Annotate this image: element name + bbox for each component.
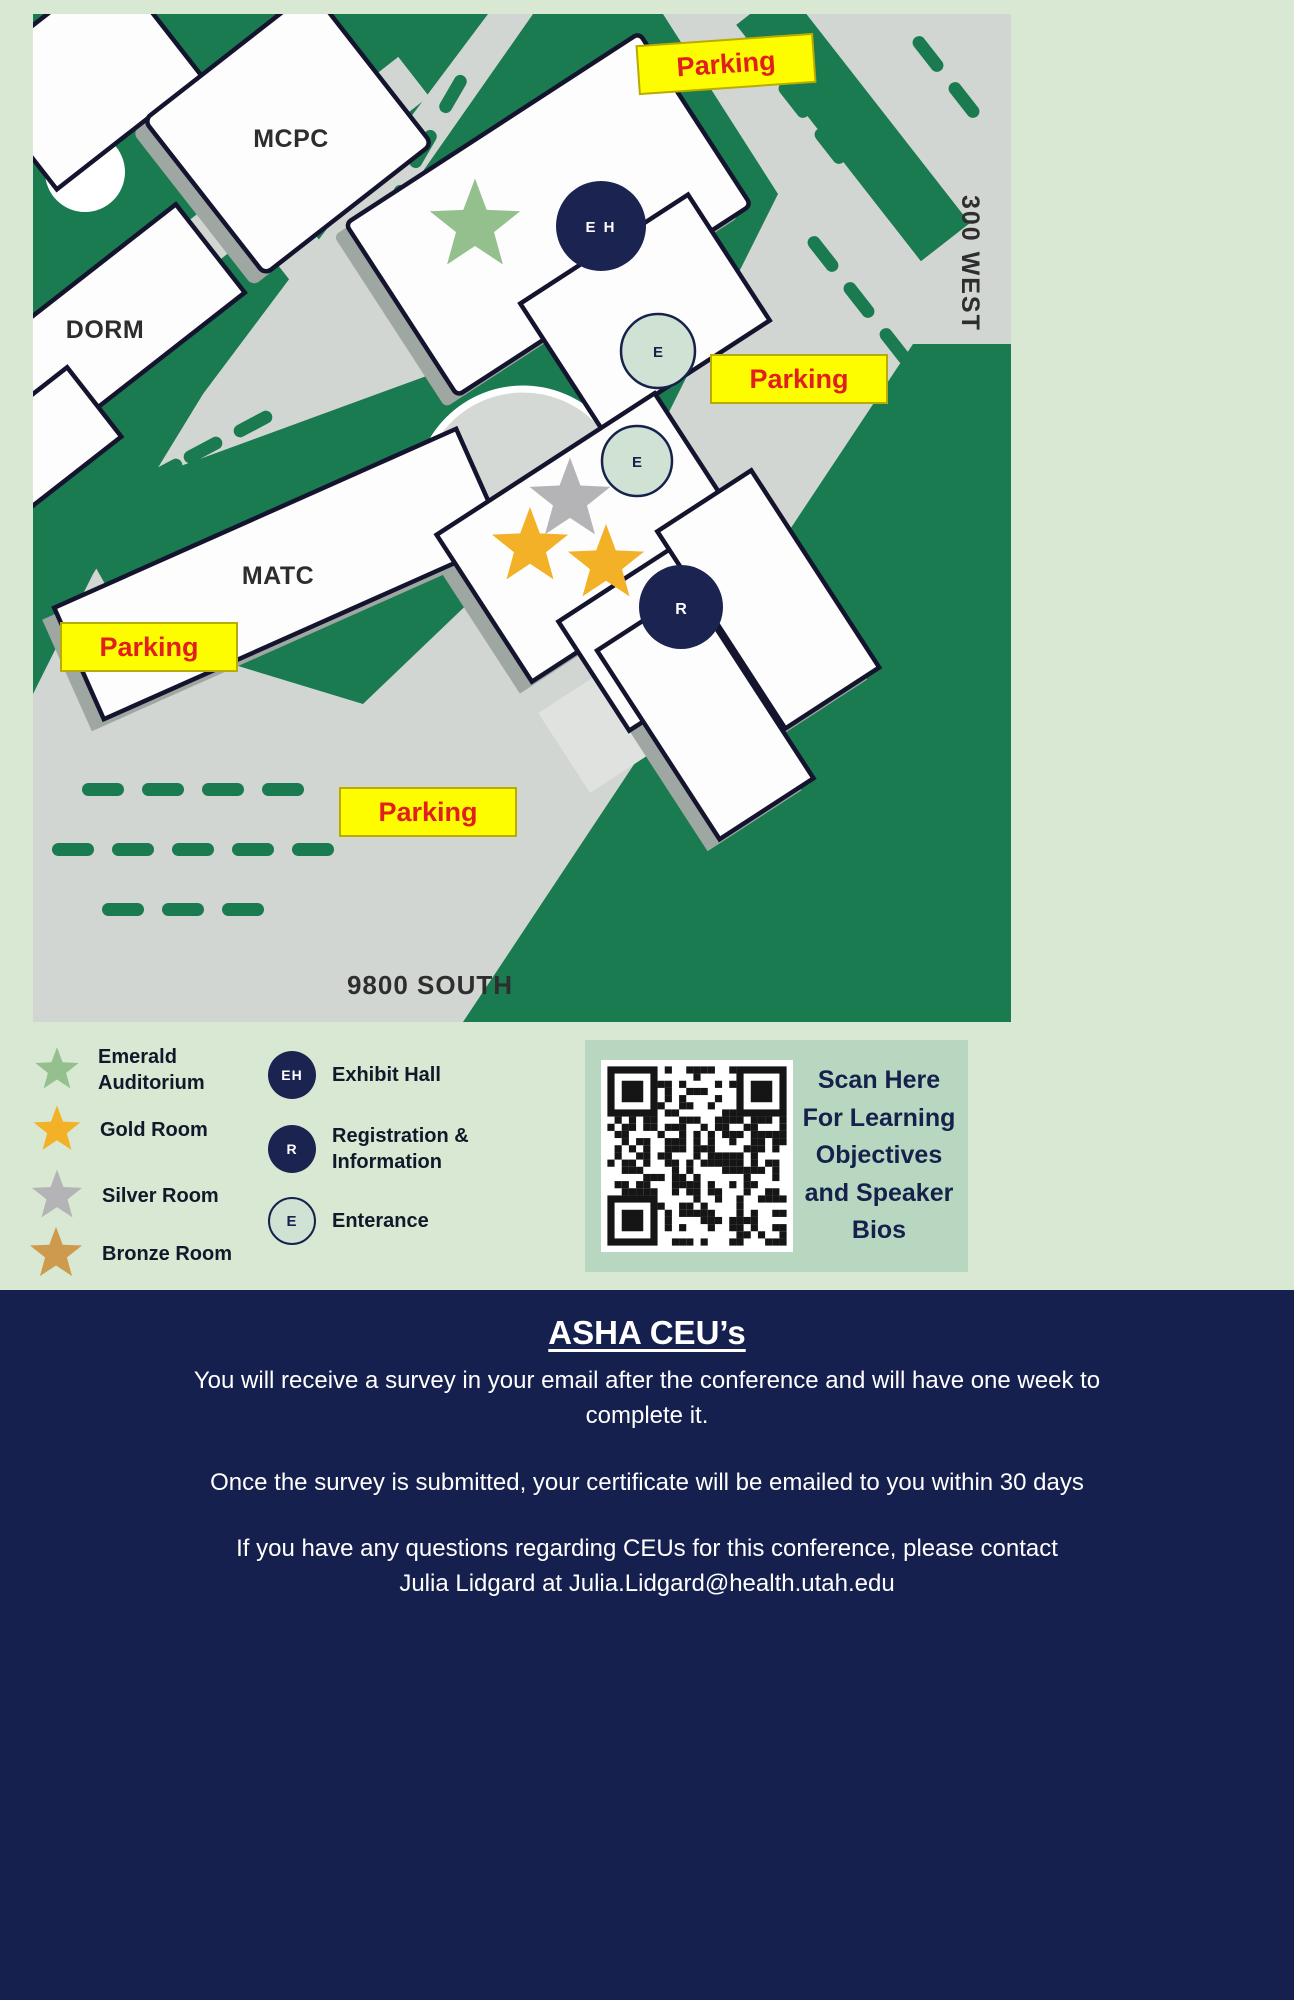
svg-text:E H: E H — [585, 219, 616, 236]
qr-card-text: Scan Here For Learning Objectives and Sp… — [802, 1066, 956, 1245]
marker-entrance-1: E — [619, 312, 697, 390]
legend-label-gold: Gold Room — [100, 1119, 208, 1141]
building-label-mcpc: MCPC — [253, 125, 329, 153]
asha-ceu-title: ASHA CEU’s — [548, 1314, 746, 1351]
parking-sign-3: Parking — [60, 622, 238, 672]
entrance-badge-icon: E — [268, 1197, 316, 1245]
legend-item-bronze-room: Bronze Room — [26, 1224, 232, 1284]
legend-label-silver: Silver Room — [102, 1185, 219, 1207]
qr-code — [601, 1060, 793, 1252]
buildings — [33, 14, 883, 843]
building-mcpc — [145, 14, 431, 274]
landscape-dashes — [52, 36, 980, 916]
contact-info-text: If you have any questions regarding CEUs… — [236, 1535, 1058, 1598]
asha-ceu-section: ASHA CEU’s You will receive a survey in … — [0, 1290, 1294, 2000]
parking-sign-2: Parking — [710, 354, 888, 404]
qr-card: Scan Here For Learning Objectives and Sp… — [585, 1040, 968, 1272]
gold-star-icon — [33, 1105, 81, 1150]
legend-label-entrance: Enterance — [332, 1210, 429, 1232]
certificate-info-text: Once the survey is submitted, your certi… — [210, 1468, 1084, 1496]
building-label-matc: MATC — [242, 562, 314, 590]
parking-sign-4: Parking — [339, 787, 517, 837]
marker-registration: R — [639, 565, 723, 649]
street-label-9800-south: 9800 SOUTH — [347, 970, 513, 1000]
building-dorm-annex — [33, 364, 125, 520]
svg-text:R: R — [675, 601, 687, 618]
legend-item-emerald-auditorium: Emerald Auditorium — [32, 1044, 205, 1096]
legend-item-entrance: E Enterance — [268, 1197, 429, 1245]
legend-label-exhibit-hall: Exhibit Hall — [332, 1064, 441, 1086]
campus-map: MCPC DORM MATC 300 WEST 9800 SOUTH Parki… — [33, 14, 1011, 1022]
parking-sign-1: Parking — [635, 32, 817, 96]
svg-text:Parking: Parking — [99, 632, 198, 662]
legend-label-emerald: Emerald Auditorium — [98, 1046, 205, 1094]
survey-info-text: You will receive a survey in your email … — [193, 1367, 1101, 1429]
campus-map-svg: MCPC DORM MATC 300 WEST 9800 SOUTH Parki… — [33, 14, 1011, 1022]
svg-text:Parking: Parking — [378, 797, 477, 827]
legend-item-gold-room: Gold Room — [30, 1103, 208, 1157]
svg-text:Parking: Parking — [749, 364, 848, 394]
building-label-dorm: DORM — [66, 316, 144, 344]
exhibit-hall-badge-icon: EH — [268, 1051, 316, 1099]
silver-star-icon — [31, 1169, 83, 1218]
building-east-upper — [654, 467, 883, 732]
legend-item-silver-room: Silver Room — [28, 1167, 219, 1225]
svg-text:Parking: Parking — [676, 46, 777, 83]
legend-label-registration: Registration & Information — [332, 1125, 469, 1173]
svg-text:E: E — [653, 344, 663, 361]
bronze-star-icon — [30, 1226, 82, 1277]
marker-exhibit-hall: E H — [556, 181, 646, 271]
street-label-300-west: 300 WEST — [956, 195, 984, 332]
building-corner — [33, 14, 205, 193]
svg-text:E: E — [632, 454, 642, 471]
marker-entrance-2: E — [600, 424, 674, 498]
legend-item-registration: R Registration & Information — [268, 1123, 469, 1175]
registration-badge-icon: R — [268, 1125, 316, 1173]
emerald-star-icon — [35, 1047, 79, 1089]
legend-label-bronze: Bronze Room — [102, 1243, 232, 1265]
legend-item-exhibit-hall: EH Exhibit Hall — [268, 1051, 441, 1099]
